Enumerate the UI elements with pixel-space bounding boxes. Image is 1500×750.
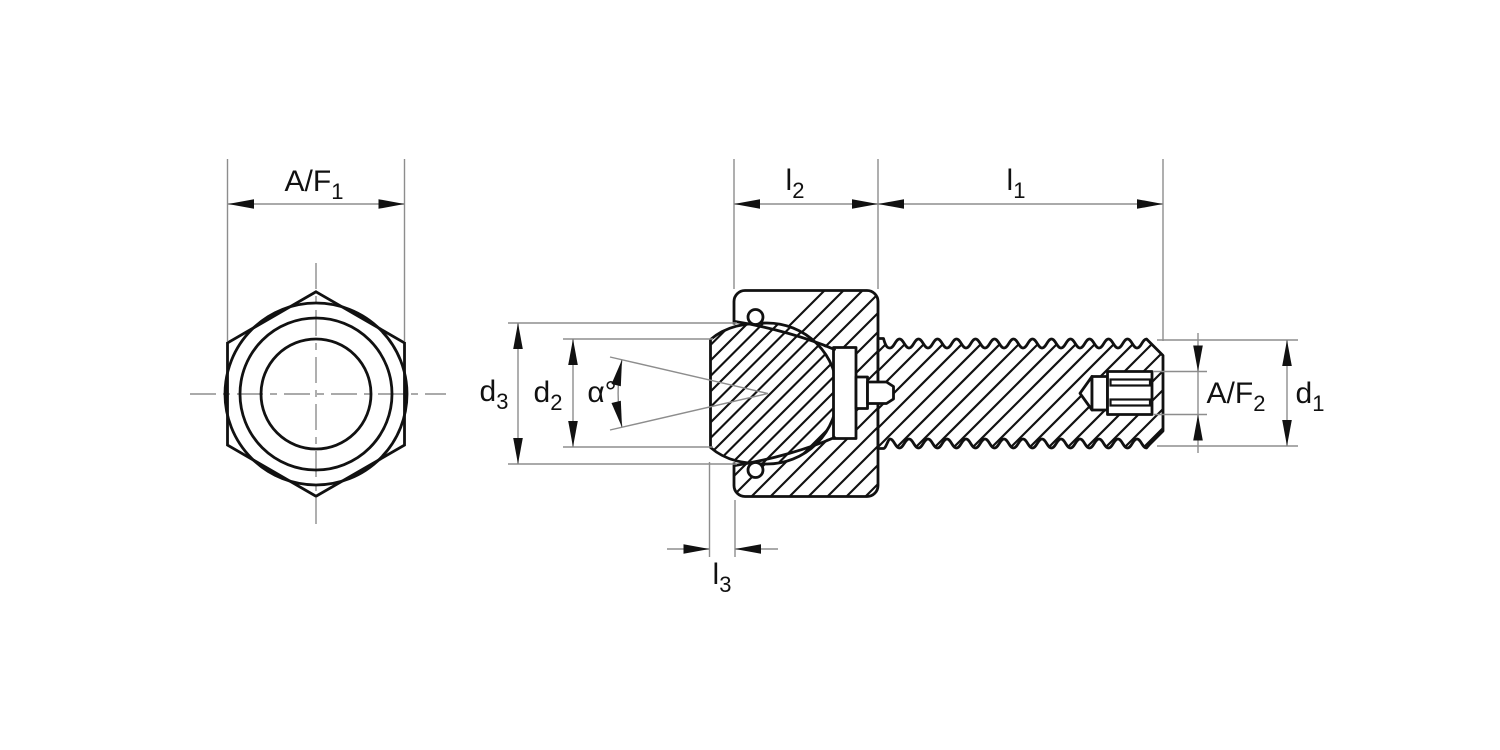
- hexagon-outline: [226, 290, 406, 498]
- hatch-line: [827, 290, 878, 497]
- dimension-arrow: [734, 199, 760, 209]
- thread-line: [995, 338, 1129, 449]
- dimension-arrow: [852, 199, 878, 209]
- hatch-line: [710, 323, 822, 464]
- dimension-arrow: [1137, 199, 1163, 209]
- angle-ray-upper: [609, 356, 769, 395]
- dimension-arrow: [683, 544, 710, 554]
- hatch-line: [710, 323, 760, 464]
- socket-lead: [1090, 375, 1109, 412]
- dimension-arrow: [1282, 340, 1292, 366]
- washer: [832, 346, 858, 440]
- dimension-arrow: [1193, 345, 1203, 372]
- hatch-line: [770, 290, 878, 497]
- dimension-label-d3: d3: [480, 375, 509, 414]
- outer-circle: [223, 301, 409, 487]
- hatch-line: [710, 323, 838, 464]
- thread-line: [1109, 338, 1163, 449]
- dimension-arrow: [611, 359, 622, 387]
- dimension-alpha: α°: [587, 356, 769, 431]
- dimensions: A/F1 l2 l1 d3 d2: [226, 159, 1325, 597]
- dimension-arrow: [1193, 414, 1203, 441]
- hex-socket: [1106, 370, 1154, 416]
- hatch-line: [734, 290, 836, 497]
- dimension-label-l1: l1: [1007, 164, 1026, 203]
- thread-line: [1090, 338, 1163, 449]
- thread-line: [919, 338, 1053, 449]
- pin-collar: [854, 375, 869, 410]
- socket-lip-top: [733, 320, 836, 351]
- dimension-arrow: [513, 438, 523, 464]
- dimension-af2: A/F2: [1153, 333, 1265, 453]
- hatch-line: [776, 323, 838, 464]
- thread-line: [957, 338, 1091, 449]
- hatch-line: [729, 323, 838, 464]
- thread-line: [878, 338, 939, 449]
- dimension-label-af2: A/F2: [1207, 377, 1266, 416]
- hatch-line: [789, 290, 878, 497]
- dimension-arrow: [378, 199, 405, 209]
- retaining-ring-top: [746, 308, 765, 326]
- hatch-line: [710, 323, 729, 464]
- dimension-af1: A/F1: [226, 159, 406, 341]
- hatch-line: [808, 290, 878, 497]
- thread-line: [976, 338, 1110, 449]
- dimension-arrow: [1282, 420, 1292, 446]
- thread-line: [938, 338, 1072, 449]
- dimension-l1: l1: [878, 159, 1164, 341]
- inner-circle: [259, 337, 373, 451]
- dimension-arrow: [735, 544, 761, 554]
- dimension-label-l3: l3: [713, 558, 732, 597]
- dimension-arrow: [228, 199, 254, 209]
- hatch-line: [745, 323, 838, 464]
- angle-ray-lower: [609, 392, 769, 431]
- thread-line: [1128, 338, 1163, 449]
- dimension-arrow: [611, 400, 622, 428]
- thread-line: [881, 338, 1015, 449]
- thread-line: [900, 338, 1034, 449]
- hatch-line: [714, 323, 838, 464]
- dimension-label-d2: d2: [534, 376, 563, 415]
- thread-line: [878, 338, 977, 449]
- dimension-label-af1: A/F1: [285, 165, 344, 204]
- hatch-line: [710, 323, 807, 464]
- hex-socket-flat-upper: [1109, 378, 1152, 387]
- side-view: [709, 289, 1165, 498]
- hatch-line: [710, 323, 776, 464]
- arrowheads: [228, 199, 1292, 554]
- dimension-arrow: [568, 421, 578, 447]
- middle-circle: [238, 316, 394, 472]
- dimension-arrow: [513, 323, 523, 349]
- hex-socket-flat-lower: [1109, 398, 1152, 407]
- hatch-line: [710, 323, 791, 464]
- dimension-label-d1: d1: [1296, 377, 1325, 416]
- socket-lip-bottom: [733, 436, 836, 467]
- pin-body: [866, 380, 895, 405]
- dimension-label-l2: l2: [786, 164, 805, 203]
- front-view: [190, 263, 446, 525]
- dimension-arrow: [878, 199, 904, 209]
- dimension-d2: d2: [534, 338, 713, 448]
- thread-line: [878, 338, 920, 449]
- dimension-l2: l2: [733, 159, 879, 289]
- hatch-line: [710, 323, 745, 464]
- thread-line: [878, 338, 996, 449]
- dimension-arrow: [568, 339, 578, 365]
- retaining-ring-bottom: [746, 461, 765, 479]
